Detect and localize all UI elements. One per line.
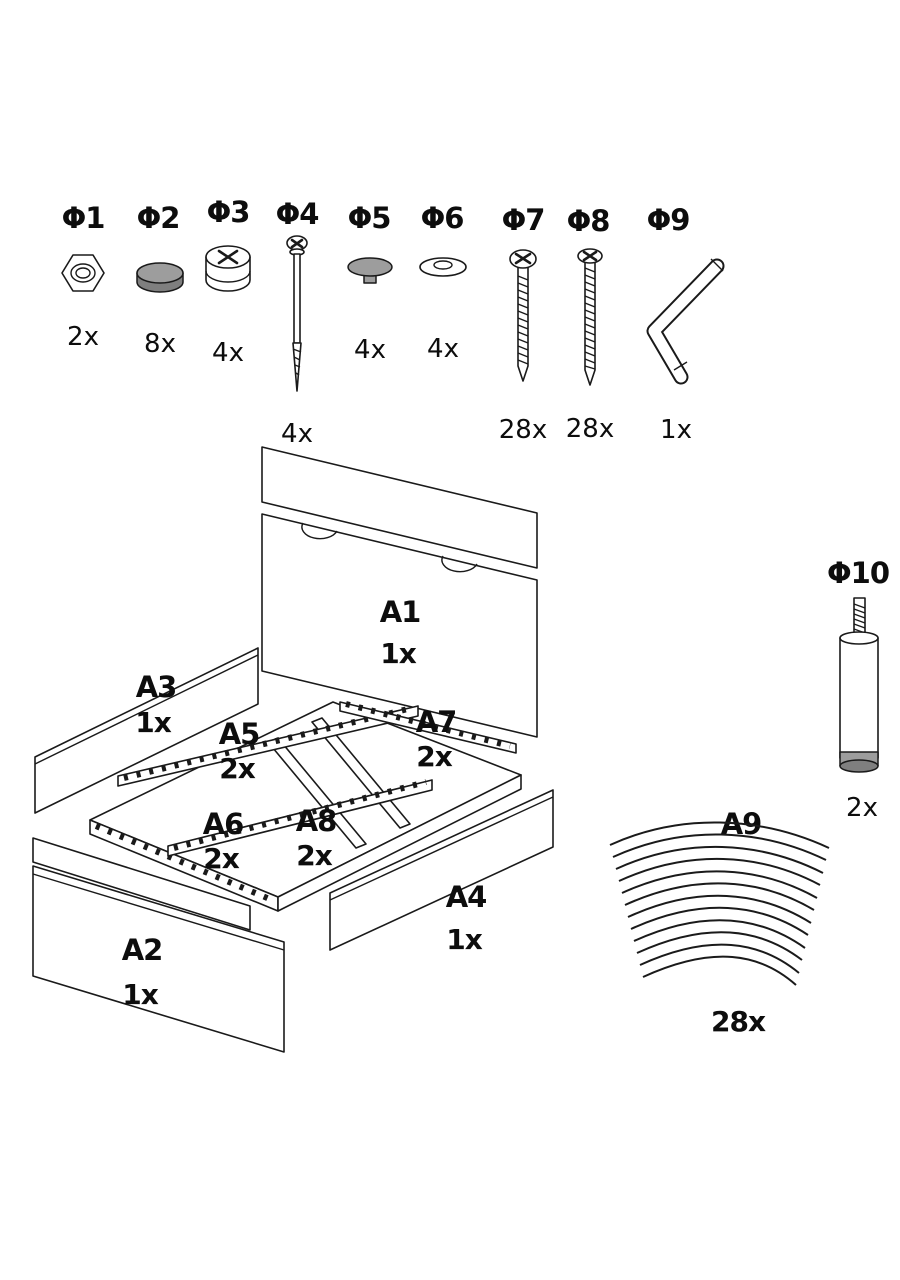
wood-screw-icon: [577, 248, 603, 386]
panel-qty-label: 1x: [135, 706, 171, 739]
panel-id-label: A8: [296, 804, 337, 838]
long-screw-icon: [509, 249, 537, 382]
panel-id-label: A5: [219, 717, 260, 751]
hardware-item-phi3: Φ3 4x: [205, 195, 251, 368]
panel-qty-label: 2x: [416, 740, 452, 773]
panel-id-label: A6: [203, 807, 244, 841]
rail-a7: [339, 701, 517, 754]
part-id-label: Φ8: [567, 204, 610, 238]
allen-key-icon: [646, 258, 725, 385]
hardware-item-phi8: Φ8 28x: [566, 204, 614, 444]
part-id-label: Φ2: [137, 201, 180, 235]
hardware-item-phi2: Φ2 8x: [136, 201, 184, 359]
panel-qty-label: 1x: [446, 923, 482, 956]
panel-id-label: A1: [380, 595, 421, 629]
panel-id-label: A4: [446, 880, 487, 914]
hardware-item-phi4: Φ4 4x: [276, 197, 320, 449]
hardware-item-phi5: Φ5 4x: [347, 201, 393, 365]
panel-qty-label: 2x: [296, 839, 332, 872]
panel-qty-label: 2x: [203, 842, 239, 875]
part-qty-label: 1x: [660, 415, 692, 445]
cover-cap-dark-icon: [347, 257, 393, 284]
part-qty-label: 4x: [212, 338, 244, 368]
hardware-item-phi10: Φ10 2x: [827, 556, 890, 823]
part-qty-label: 2x: [846, 793, 878, 823]
connecting-bolt-icon: [286, 235, 308, 392]
part-qty-label: 28x: [499, 415, 547, 445]
part-id-label: Φ3: [207, 195, 250, 229]
hex-nut-icon: [61, 254, 105, 292]
panel-a9-slats: A9 28x: [609, 807, 830, 1038]
hardware-item-phi1: Φ1 2x: [61, 201, 105, 352]
cam-lock-icon: [205, 245, 251, 292]
panel-id-label: A7: [416, 705, 457, 739]
rail-a5: [117, 705, 419, 787]
rail-a6: [167, 779, 433, 857]
part-id-label: Φ10: [827, 556, 889, 590]
part-id-label: Φ4: [276, 197, 319, 231]
slat-base-platform: A5 2x A7 2x A6 2x A8 2x: [89, 701, 522, 912]
part-id-label: Φ7: [502, 203, 545, 237]
hardware-item-phi6: Φ6 4x: [419, 201, 467, 364]
cover-cap-light-icon: [419, 257, 467, 277]
leg-icon: [839, 597, 879, 773]
part-qty-label: 2x: [67, 322, 99, 352]
panel-a2-front: A2 1x: [32, 837, 285, 1053]
panel-qty-label: 1x: [122, 978, 158, 1011]
panel-a3-left-side: A3 1x: [34, 647, 259, 814]
cam-cap-icon: [136, 262, 184, 293]
panel-id-label: A2: [122, 933, 163, 967]
panel-a4-right-side: A4 1x: [329, 789, 554, 956]
part-qty-label: 4x: [427, 334, 459, 364]
panel-qty-label: 28x: [711, 1005, 766, 1038]
part-id-label: Φ6: [421, 201, 464, 235]
part-qty-label: 4x: [354, 335, 386, 365]
part-qty-label: 28x: [566, 414, 614, 444]
part-id-label: Φ9: [647, 203, 690, 237]
panel-id-label: A3: [136, 670, 177, 704]
panel-qty-label: 1x: [380, 637, 416, 670]
part-qty-label: 4x: [281, 419, 313, 449]
part-qty-label: 8x: [144, 329, 176, 359]
hardware-item-phi7: Φ7 28x: [499, 203, 547, 445]
panel-a1-headboard: A1 1x: [261, 446, 538, 738]
panel-qty-label: 2x: [219, 752, 255, 785]
part-id-label: Φ5: [348, 201, 391, 235]
slat-stack-icon: [609, 821, 830, 986]
part-id-label: Φ1: [62, 201, 105, 235]
hardware-item-phi9: Φ9 1x: [646, 203, 725, 445]
